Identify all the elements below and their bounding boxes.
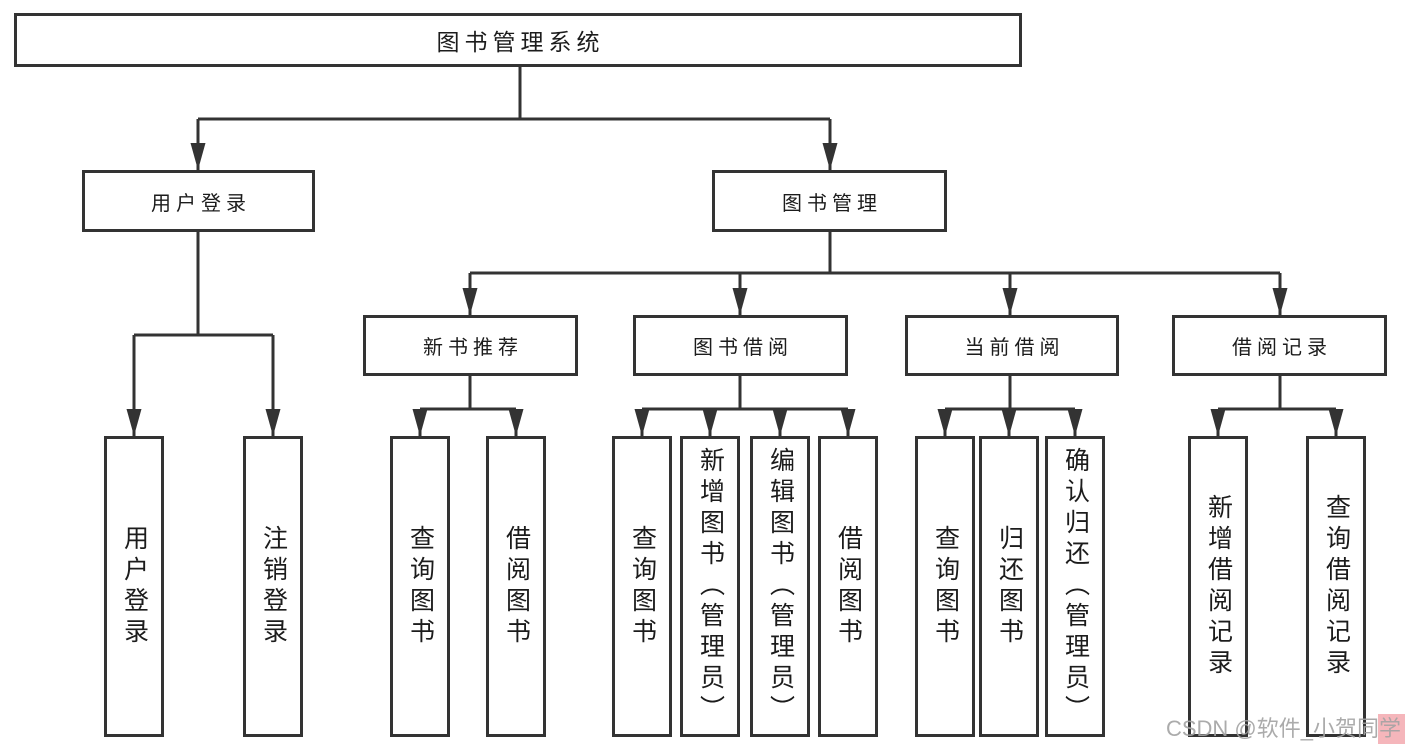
leaf-borrow-add-book-admin: 新增图书（管理员） <box>680 436 740 737</box>
watermark-pink-block <box>1378 714 1405 744</box>
leaf-records-add-record: 新增借阅记录 <box>1188 436 1248 737</box>
leaf-borrow-query-book: 查询图书 <box>612 436 672 737</box>
node-root-system: 图书管理系统 <box>14 13 1022 67</box>
leaf-current-query-book: 查询图书 <box>915 436 975 737</box>
node-book-borrow: 图书借阅 <box>633 315 848 376</box>
node-book-management: 图书管理 <box>712 170 947 232</box>
leaf-current-return-book: 归还图书 <box>979 436 1039 737</box>
node-current-borrow: 当前借阅 <box>905 315 1119 376</box>
leaf-records-query-record: 查询借阅记录 <box>1306 436 1366 737</box>
node-new-book-recommend: 新书推荐 <box>363 315 578 376</box>
node-user-login: 用户登录 <box>82 170 315 232</box>
leaf-newbook-borrow-book: 借阅图书 <box>486 436 546 737</box>
node-borrow-records: 借阅记录 <box>1172 315 1387 376</box>
leaf-logout-login: 注销登录 <box>243 436 303 737</box>
leaf-current-confirm-return-admin: 确认归还（管理员） <box>1045 436 1105 737</box>
leaf-borrow-edit-book-admin: 编辑图书（管理员） <box>750 436 810 737</box>
leaf-user-login: 用户登录 <box>104 436 164 737</box>
leaf-newbook-query-book: 查询图书 <box>390 436 450 737</box>
watermark-text: CSDN @软件_小贺同学 <box>1165 716 1401 741</box>
leaf-borrow-borrow-book: 借阅图书 <box>818 436 878 737</box>
